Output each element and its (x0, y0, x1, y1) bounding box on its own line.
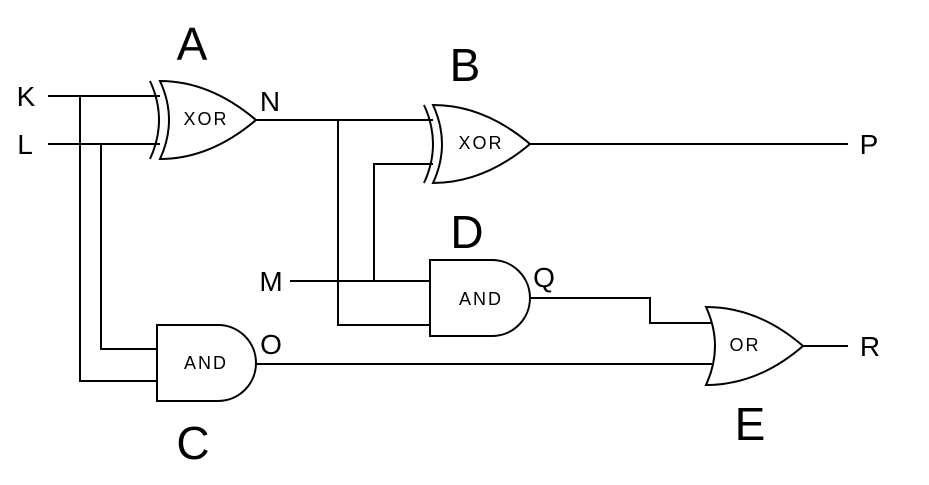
gate-a-xor-arc (149, 80, 160, 160)
wire-n-to-gate-d (337, 120, 430, 326)
signal-m-label: M (259, 266, 282, 297)
signal-q-label: Q (533, 262, 555, 293)
gate-a-xor: XOR (149, 79, 258, 161)
gate-b-label: B (450, 39, 481, 91)
gate-e-or: OR (704, 305, 805, 387)
gate-d-type: AND (459, 289, 503, 309)
gate-e-type: OR (730, 335, 761, 355)
gate-b-type: XOR (458, 133, 503, 153)
wire-m-to-gate-b (373, 163, 433, 281)
gate-e-label: E (735, 398, 766, 450)
wire-k-to-gate-c (79, 96, 157, 382)
gate-c-and: AND (156, 324, 257, 402)
gate-a-type: XOR (183, 109, 228, 129)
gate-d-and: AND (429, 259, 531, 337)
gate-c-label: C (176, 417, 209, 469)
gate-b-xor: XOR (423, 103, 532, 185)
gate-c-type: AND (184, 353, 228, 373)
gate-c-body (156, 324, 257, 402)
gate-e-body (704, 305, 805, 387)
signal-r-label: R (860, 331, 880, 362)
gate-d-body (429, 259, 531, 337)
gate-a-body (158, 79, 258, 161)
signal-p-label: P (860, 129, 879, 160)
signal-k-label: K (17, 81, 36, 112)
gate-b-body (431, 103, 532, 185)
wire-q-to-gate-e (530, 297, 712, 324)
signal-l-label: L (17, 129, 33, 160)
gate-b-xor-arc (423, 104, 434, 184)
gate-a-label: A (177, 18, 208, 70)
gate-d-label: D (450, 206, 483, 258)
wires (48, 95, 848, 382)
signal-n-label: N (260, 86, 280, 117)
signal-o-label: O (260, 329, 282, 360)
wire-l-to-gate-c (100, 144, 157, 350)
